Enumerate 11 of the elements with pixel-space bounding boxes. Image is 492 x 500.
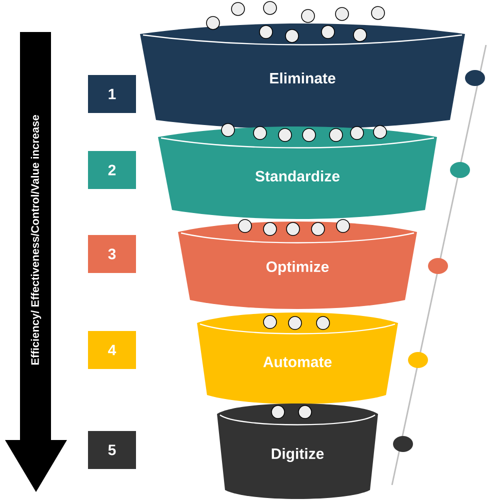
funnel-segment: Automate xyxy=(197,312,398,404)
funnel-segment: Eliminate xyxy=(140,24,465,129)
funnel-segment: Digitize xyxy=(217,404,378,499)
funnel-segment: Optimize xyxy=(178,222,417,309)
number-badge: 5 xyxy=(88,431,136,469)
arrow-label: Efficiency/ Effectiveness/Control/Value increase xyxy=(30,115,42,365)
funnel-segment: Standardize xyxy=(158,126,437,219)
number-badge: 2 xyxy=(88,151,136,189)
number-badge: 4 xyxy=(88,331,136,369)
number-badge: 3 xyxy=(88,235,136,273)
number-badge: 1 xyxy=(88,75,136,113)
